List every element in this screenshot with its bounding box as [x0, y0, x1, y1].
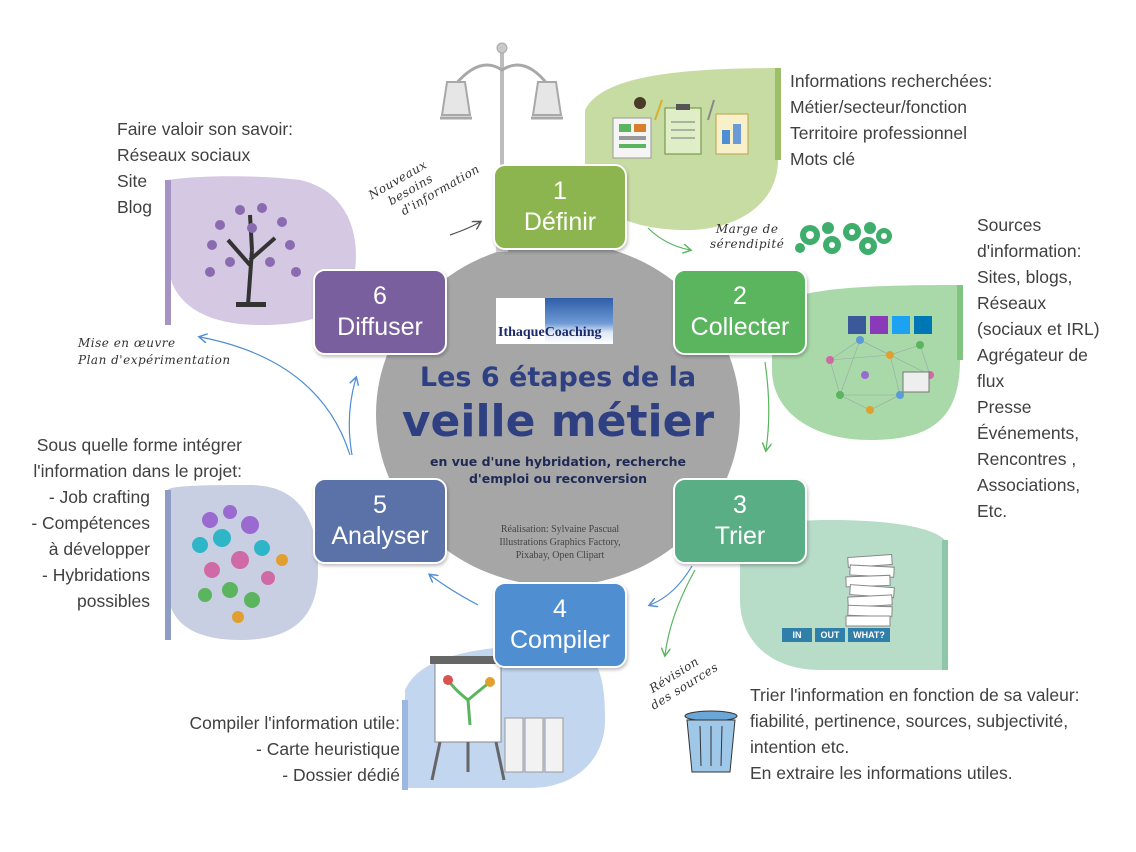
- note-trier-line: intention etc.: [750, 737, 850, 757]
- annotation-marge-serendipite: Marge de sérendipité: [710, 222, 784, 252]
- step-3-trier[interactable]: 3 Trier: [673, 478, 807, 564]
- credit-line-1: Réalisation: Sylvaine Pascual: [500, 524, 620, 535]
- note-trier-line: fiabilité, pertinence, sources, subjecti…: [750, 711, 1069, 731]
- note-analyser: Sous quelle forme intégrer l'information…: [10, 432, 242, 484]
- annotation-mise-en-oeuvre: Mise en œuvre Plan d'expérimentation: [78, 335, 231, 369]
- logo-left: Ithaque: [496, 298, 545, 344]
- arrow-6-1: [449, 222, 480, 236]
- note-collecter-line: Presse: [977, 397, 1032, 417]
- step-1-label: Définir: [523, 208, 597, 236]
- note-collecter-line: d'information:: [977, 241, 1082, 261]
- step-6-number: 6: [373, 282, 387, 310]
- leaf-collecter: [772, 285, 963, 440]
- note-collecter-line: Sites, blogs,: [977, 267, 1073, 287]
- logo-right: Coaching: [544, 298, 613, 344]
- note-compiler: Compiler l'information utile: - Carte he…: [150, 710, 400, 788]
- trash-can-icon: [684, 710, 738, 773]
- note-trier-line: Trier l'information en fonction de sa va…: [750, 685, 1080, 705]
- note-collecter-line: Événements,: [977, 423, 1080, 443]
- note-collecter-line: flux: [977, 371, 1005, 391]
- step-5-analyser[interactable]: 5 Analyser: [313, 478, 447, 564]
- note-diffuser-line: Faire valoir son savoir:: [117, 119, 294, 139]
- note-definir: Informations recherchées: Métier/secteur…: [790, 68, 992, 172]
- note-diffuser: Faire valoir son savoir: Réseaux sociaux…: [117, 116, 293, 220]
- center-subtitle-2: d'emploi ou reconversion: [468, 471, 648, 486]
- ithaque-coaching-logo: Ithaque Coaching: [496, 298, 613, 344]
- paper-stack-icon: [782, 553, 895, 642]
- center-title-line1: Les 6 étapes de la: [419, 362, 697, 393]
- center-subtitle-1: en vue d'une hybridation, recherche: [429, 454, 687, 469]
- note-definir-line: Métier/secteur/fonction: [790, 97, 968, 117]
- tray-out-label: OUT: [820, 630, 840, 640]
- note-trier-line: En extraire les informations utiles.: [750, 763, 1013, 783]
- step-6-diffuser[interactable]: 6 Diffuser: [313, 269, 447, 355]
- annotation-line: Plan d'expérimentation: [78, 353, 231, 367]
- note-definir-line: Mots clé: [790, 149, 856, 169]
- credit-line-3: Pixabay, Open Clipart: [515, 550, 605, 561]
- note-diffuser-line: Réseaux sociaux: [117, 145, 251, 165]
- step-4-compiler[interactable]: 4 Compiler: [493, 582, 627, 668]
- tray-what-label: WHAT?: [853, 630, 885, 640]
- annotation-line: Mise en œuvre: [78, 336, 176, 350]
- step-2-collecter[interactable]: 2 Collecter: [673, 269, 807, 355]
- social-network-icon: [826, 316, 934, 414]
- step-4-number: 4: [553, 595, 567, 623]
- center-title-line2: veille métier: [401, 396, 715, 447]
- annotation-line: Marge de: [715, 222, 779, 236]
- note-analyser-line: - Compétences: [31, 513, 150, 533]
- note-collecter: Sources d'information: Sites, blogs, Rés…: [977, 212, 1100, 524]
- note-compiler-line: Compiler l'information utile:: [189, 713, 400, 733]
- note-diffuser-line: Site: [117, 171, 148, 191]
- note-collecter-line: Sources: [977, 215, 1042, 235]
- arrow-mise: [200, 337, 351, 456]
- step-2-label: Collecter: [690, 313, 790, 341]
- arrow-2-3: [765, 361, 769, 450]
- note-collecter-line: Rencontres ,: [977, 449, 1077, 469]
- step-1-number: 1: [553, 177, 567, 205]
- flipchart-icon: [430, 656, 564, 781]
- note-collecter-line: Réseaux: [977, 293, 1047, 313]
- note-compiler-line: - Carte heuristique: [256, 739, 400, 759]
- note-analyser-list: - Job crafting - Compétences à développe…: [10, 484, 150, 614]
- documents-icon: [612, 97, 749, 159]
- step-6-label: Diffuser: [337, 313, 423, 341]
- arrow-revision: [665, 569, 696, 655]
- note-analyser-line: - Hybridations: [42, 565, 150, 585]
- note-analyser-line: possibles: [77, 591, 150, 611]
- note-analyser-line: l'information dans le projet:: [33, 461, 242, 481]
- note-collecter-line: (sociaux et IRL): [977, 319, 1100, 339]
- social-tree-icon: [205, 203, 301, 307]
- note-trier: Trier l'information en fonction de sa va…: [750, 682, 1080, 786]
- note-collecter-line: Agrégateur de: [977, 345, 1088, 365]
- annotation-line: sérendipité: [710, 237, 785, 251]
- gear-head-icon: [192, 505, 288, 623]
- step-5-label: Analyser: [331, 522, 429, 550]
- credits: Réalisation: Sylvaine Pascual Illustrati…: [470, 523, 650, 562]
- note-analyser-line: Sous quelle forme intégrer: [36, 435, 242, 455]
- step-1-definir[interactable]: 1 Définir: [493, 164, 627, 250]
- note-definir-line: Territoire professionnel: [790, 123, 968, 143]
- step-4-label: Compiler: [509, 626, 611, 654]
- arrow-1-2: [647, 227, 690, 250]
- note-analyser-line: - Job crafting: [48, 487, 150, 507]
- gears-icon: [795, 222, 892, 255]
- credit-line-2: Illustrations Graphics Factory,: [499, 537, 621, 548]
- arrow-3-4: [650, 565, 693, 605]
- step-3-label: Trier: [714, 522, 766, 550]
- step-2-number: 2: [733, 282, 747, 310]
- step-3-number: 3: [733, 491, 747, 519]
- note-compiler-line: - Dossier dédié: [282, 765, 400, 785]
- tray-in-label: IN: [792, 630, 802, 640]
- note-collecter-line: Etc.: [977, 501, 1008, 521]
- center-circle: [376, 242, 740, 586]
- note-definir-line: Informations recherchées:: [790, 71, 993, 91]
- step-5-number: 5: [373, 491, 387, 519]
- note-diffuser-line: Blog: [117, 197, 153, 217]
- arrow-5-6: [348, 378, 356, 456]
- arrow-4-5: [430, 575, 479, 606]
- note-analyser-line: à développer: [48, 539, 150, 559]
- note-collecter-line: Associations,: [977, 475, 1081, 495]
